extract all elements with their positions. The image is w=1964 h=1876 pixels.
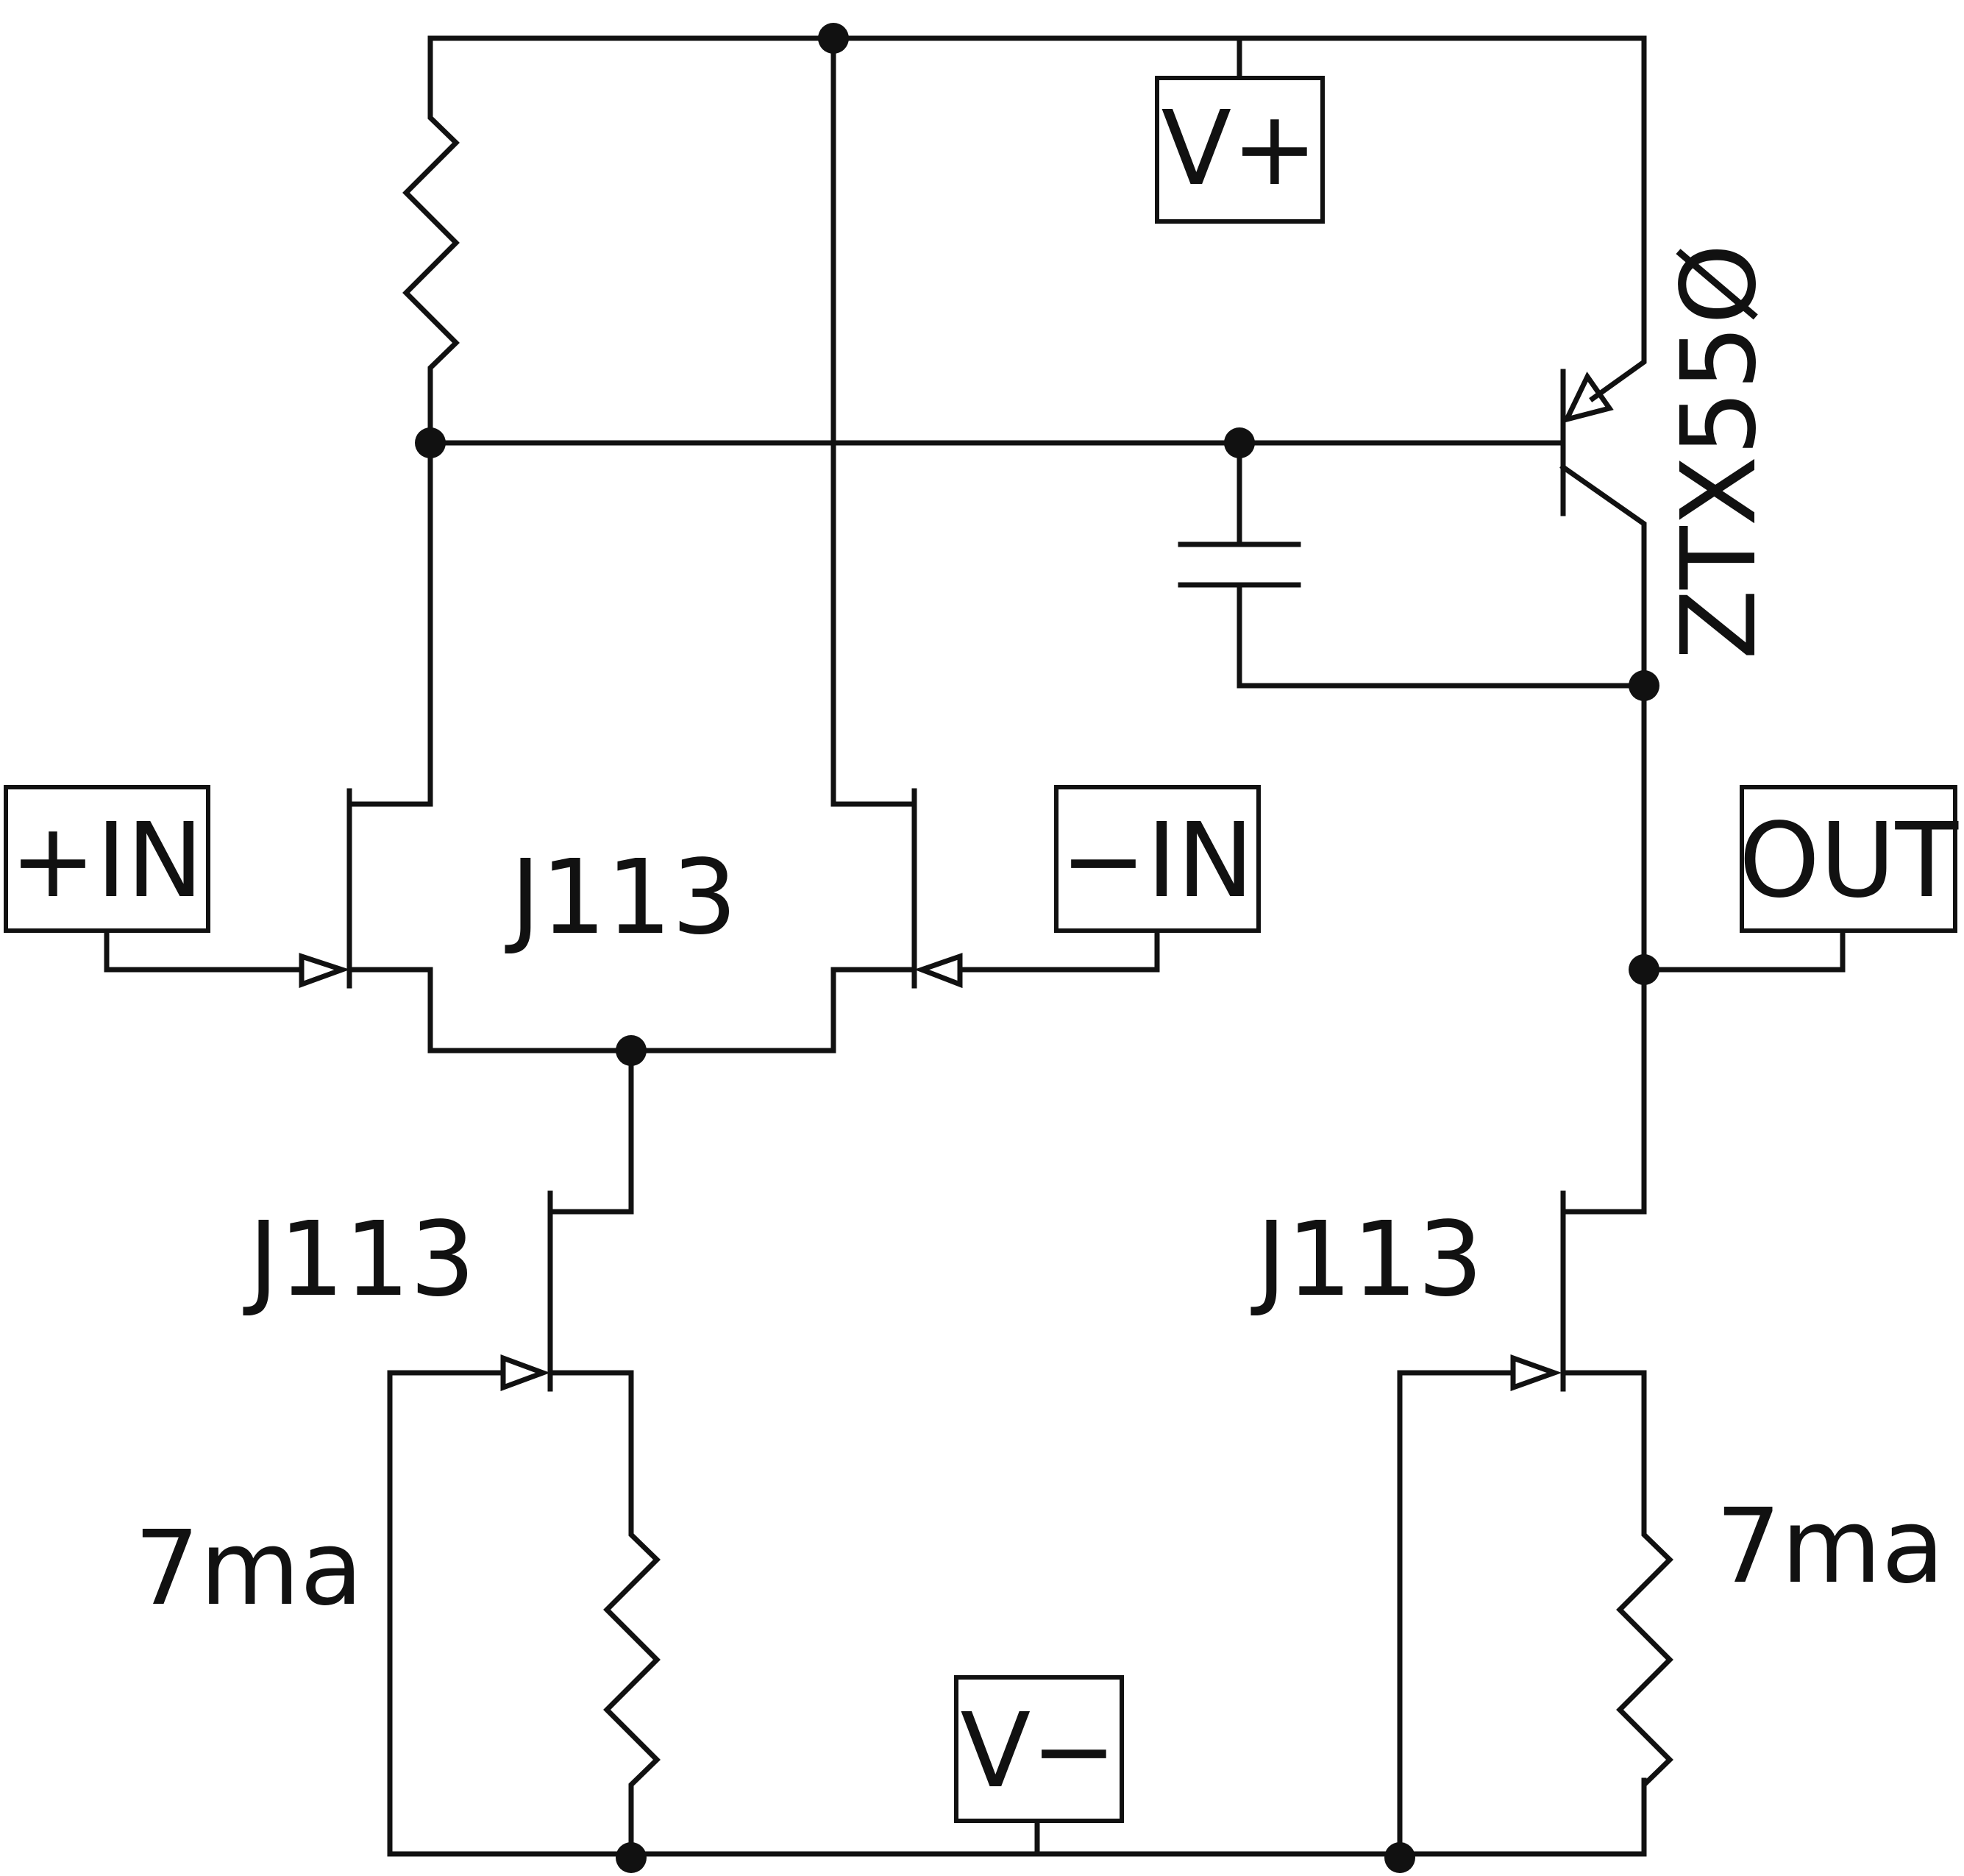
tail-resistor	[547, 1370, 661, 1857]
in-minus-port: −IN	[1054, 785, 1261, 933]
out-resistor	[1560, 1370, 1673, 1857]
tail-gate-arrow	[500, 1354, 551, 1392]
in-plus-port: +IN	[4, 785, 210, 933]
tail-current-label: 7ma	[134, 1509, 363, 1629]
in-plus-gate-arrow	[299, 953, 350, 988]
vplus-label: V+	[1161, 89, 1317, 209]
junction-dot	[616, 1842, 647, 1873]
out-port: OUT	[1739, 785, 1959, 933]
in-minus-gate-arrow	[914, 953, 963, 989]
out-label: OUT	[1739, 801, 1959, 921]
junction-dot	[415, 427, 446, 458]
tail-drain-wire	[547, 1048, 634, 1215]
vminus-port: V−	[954, 1675, 1124, 1823]
in-plus-label: +IN	[10, 801, 203, 921]
junction-dot	[616, 1035, 647, 1066]
junction-dot	[818, 23, 849, 54]
out-gate-loop-wire	[1397, 1370, 1515, 1857]
in-plus-wire	[104, 928, 305, 973]
top-rail-wire	[427, 35, 1647, 402]
diff-pair-label: J113	[505, 838, 738, 958]
output-transistor-label: ZTX55Ø	[1659, 244, 1779, 660]
out-port-wire	[1641, 928, 1846, 973]
in-minus-wire	[957, 928, 1160, 973]
out-gate-arrow	[1510, 1354, 1562, 1391]
tail-source-label: J113	[243, 1200, 476, 1320]
vminus-label: V−	[960, 1691, 1117, 1811]
junction-dot	[1629, 954, 1659, 985]
load-resistor	[402, 35, 460, 446]
bjt-emitter-arrow	[1562, 372, 1614, 424]
bjt-collector-wire	[1559, 463, 1647, 973]
output-current-label: 7ma	[1715, 1487, 1944, 1607]
junction-dot	[1629, 670, 1659, 701]
junction-dot	[1224, 427, 1255, 458]
cap-bottom-lead	[1237, 582, 1647, 689]
in-minus-label: −IN	[1060, 801, 1253, 921]
junction-dot	[1384, 1842, 1415, 1873]
vplus-port: V+	[1155, 76, 1325, 224]
output-source-label: J113	[1250, 1200, 1484, 1320]
